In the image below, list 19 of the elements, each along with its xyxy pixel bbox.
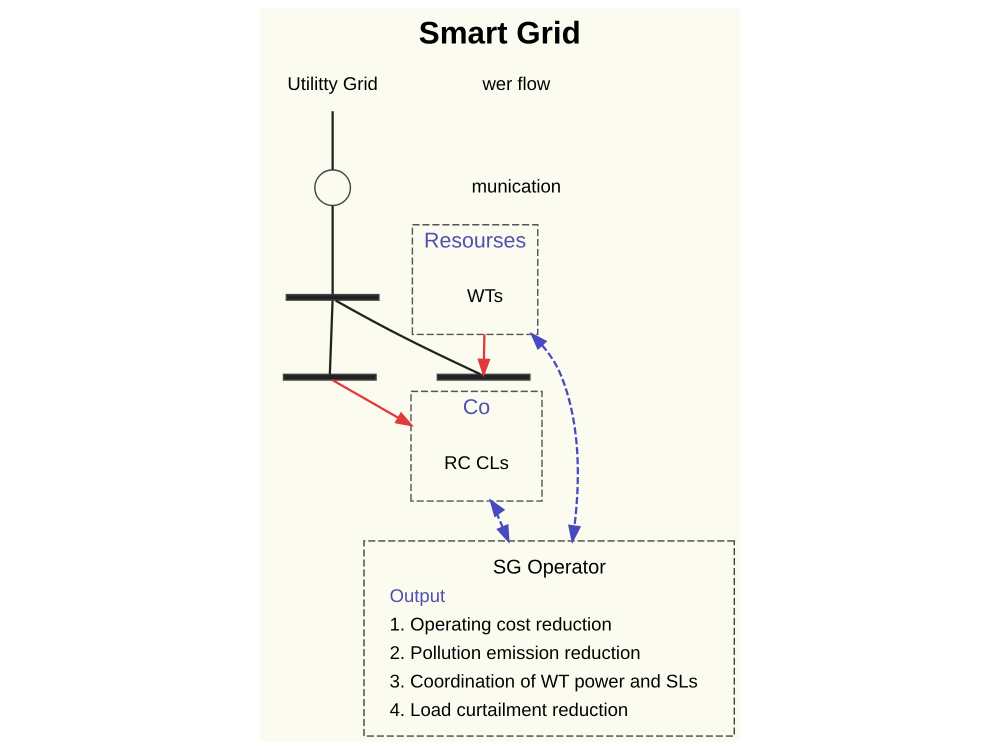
connector (332, 206, 334, 294)
arrow (489, 498, 510, 544)
node-text: WTs (467, 285, 504, 306)
label: wer flow (482, 72, 550, 94)
node-bar (282, 374, 377, 381)
connector (335, 299, 481, 376)
arrow (477, 334, 491, 378)
arrow (530, 332, 582, 544)
connector (328, 300, 334, 374)
node-text: RC CLs (444, 452, 509, 473)
node-box: SG Operator Output 1. Operating cost reduction 2. Pollution emission reduction 3. Coordination of WT power and SLs 4. Load curtailment reduction (363, 540, 736, 737)
node-text: Utilitty Grid (287, 72, 378, 94)
connector (332, 111, 334, 170)
node-circle (314, 169, 352, 206)
label: munication (472, 176, 562, 197)
node-bar (436, 374, 531, 381)
diagram-title: Smart Grid (418, 15, 581, 50)
arrow (332, 379, 414, 427)
node-bar (286, 294, 380, 301)
